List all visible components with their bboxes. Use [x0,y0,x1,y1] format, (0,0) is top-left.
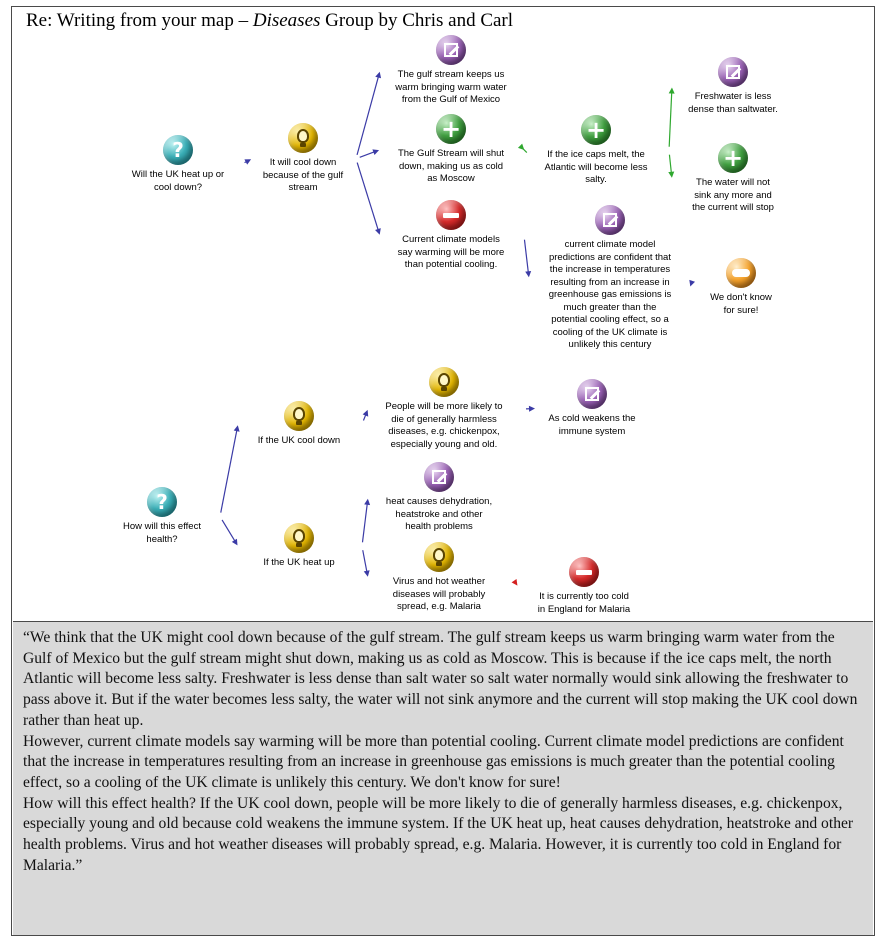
arrowhead-cool_gulf-climate_models [375,228,381,235]
node-label: It will cool down because of the gulf st… [262,157,344,193]
question-icon: ? [147,487,177,517]
lightbulb-icon [284,401,314,431]
node-virus-idea[interactable]: Virus and hot weather diseases will prob… [364,542,514,614]
note-icon [436,35,466,65]
question-icon: ? [163,135,193,165]
connector-cool_gulf-gulf_warm [356,76,380,156]
node-gulf-warm-note[interactable]: The gulf stream keeps us warm bringing w… [376,35,526,107]
connector-health-uk_heatup [221,519,236,542]
arrowhead-health-uk_cool [233,425,240,432]
lightbulb-icon [429,367,459,397]
node-label: The water will not sink any more and the… [692,177,774,213]
plus-icon: + [436,114,466,144]
arrowhead-cool_gulf-gulf_warm [375,71,382,79]
node-dehydration-note[interactable]: heat causes dehydration, heatstroke and … [364,462,514,534]
arrowhead-health-uk_heatup [231,538,238,546]
arrowhead-ice_caps-freshwater [668,87,675,94]
node-label: If the UK cool down [257,435,341,446]
node-label: If the UK heat up [263,557,335,568]
node-immune-note[interactable]: As cold weakens the immune system [532,379,652,438]
arrowhead-predictions-dont_know [689,279,696,287]
node-label: We don't know for sure! [710,292,772,316]
node-gulf-shut-pro[interactable]: + The Gulf Stream will shut down, making… [376,114,526,186]
note-icon [595,205,625,235]
connector-climate_models-predictions [523,239,529,273]
arrowhead-cool_gulf-gulf_shut [372,149,380,156]
node-climate-models-con[interactable]: Current climate models say warming will … [376,200,526,272]
arrowhead-uk_cool-harmless [362,409,369,417]
node-freshwater-note[interactable]: Freshwater is less dense than saltwater. [668,57,798,116]
connector-cool_gulf-climate_models [356,162,379,231]
node-label: Will the UK heat up or cool down? [131,169,225,193]
arrowhead-climate_models-predictions [525,270,532,278]
lightbulb-icon [288,123,318,153]
arrowhead-gulf_shut-ice_caps [517,143,525,151]
connector-ice_caps-not_sink [668,154,672,173]
connector-health-uk_cool [220,430,238,513]
connector-cool_gulf-gulf_shut [359,151,375,158]
argument-map: ? Will the UK heat up or cool down? It w… [12,7,874,620]
node-label: Virus and hot weather diseases will prob… [392,576,486,612]
node-label: People will be more likely to die of gen… [385,401,503,450]
node-label: Freshwater is less dense than saltwater. [688,91,778,115]
plus-icon: + [718,143,748,173]
note-icon [718,57,748,87]
node-uk-cool-idea[interactable]: If the UK cool down [234,401,364,448]
note-icon [577,379,607,409]
arrowhead-uk_heatup-dehydration [364,498,371,506]
plus-icon: + [581,115,611,145]
node-harmless-diseases-idea[interactable]: People will be more likely to die of gen… [364,367,524,451]
node-label: Current climate models say warming will … [397,234,505,270]
node-cool-down-idea[interactable]: It will cool down because of the gulf st… [248,123,358,195]
arrowhead-ice_caps-not_sink [668,171,675,178]
connector-uk_heatup-virus [362,550,368,572]
map-connections [220,71,696,586]
node-dont-know-agree[interactable]: We don't know for sure! [686,258,796,317]
node-label: If the ice caps melt, the Atlantic will … [544,149,648,185]
minus-icon [436,200,466,230]
node-label: current climate model predictions are co… [548,239,672,350]
node-label: As cold weakens the immune system [548,413,636,437]
arrowhead-harmless-immune [528,405,536,412]
node-label: It is currently too cold in England for … [537,591,631,615]
note-icon [424,462,454,492]
node-label: How will this effect health? [123,521,201,545]
minus-icon [569,557,599,587]
handshake-icon [726,258,756,288]
page-title: Re: Writing from your map – Diseases Gro… [26,10,514,31]
node-uk-heat-question[interactable]: ? Will the UK heat up or cool down? [113,135,243,194]
node-label: The Gulf Stream will shut down, making u… [397,148,505,184]
connector-uk_heatup-dehydration [361,503,368,543]
node-too-cold-con[interactable]: It is currently too cold in England for … [514,557,654,616]
node-label: The gulf stream keeps us warm bringing w… [395,69,507,105]
lightbulb-icon [284,523,314,553]
node-health-question[interactable]: ? How will this effect health? [102,487,222,546]
arrowhead-uk_heatup-virus [363,570,370,577]
essay-text: “We think that the UK might cool down be… [13,621,873,935]
node-predictions-note[interactable]: current climate model predictions are co… [525,205,695,352]
essay-paragraph: How will this effect health? If the UK c… [23,794,854,874]
essay-paragraph: “We think that the UK might cool down be… [23,629,858,729]
arrowhead-virus-too_cold [511,579,518,586]
connector-uk_cool-harmless [362,414,367,421]
arrowhead-uk_heat-cool_gulf [244,159,252,165]
essay-paragraph: However, current climate models say warm… [23,732,844,791]
node-ice-caps-pro[interactable]: + If the ice caps melt, the Atlantic wil… [521,115,671,187]
node-label: heat causes dehydration, heatstroke and … [385,496,493,532]
node-uk-heatup-idea[interactable]: If the UK heat up [234,523,364,570]
lightbulb-icon [424,542,454,572]
connector-ice_caps-freshwater [668,92,673,147]
node-not-sink-pro[interactable]: + The water will not sink any more and t… [668,143,798,215]
